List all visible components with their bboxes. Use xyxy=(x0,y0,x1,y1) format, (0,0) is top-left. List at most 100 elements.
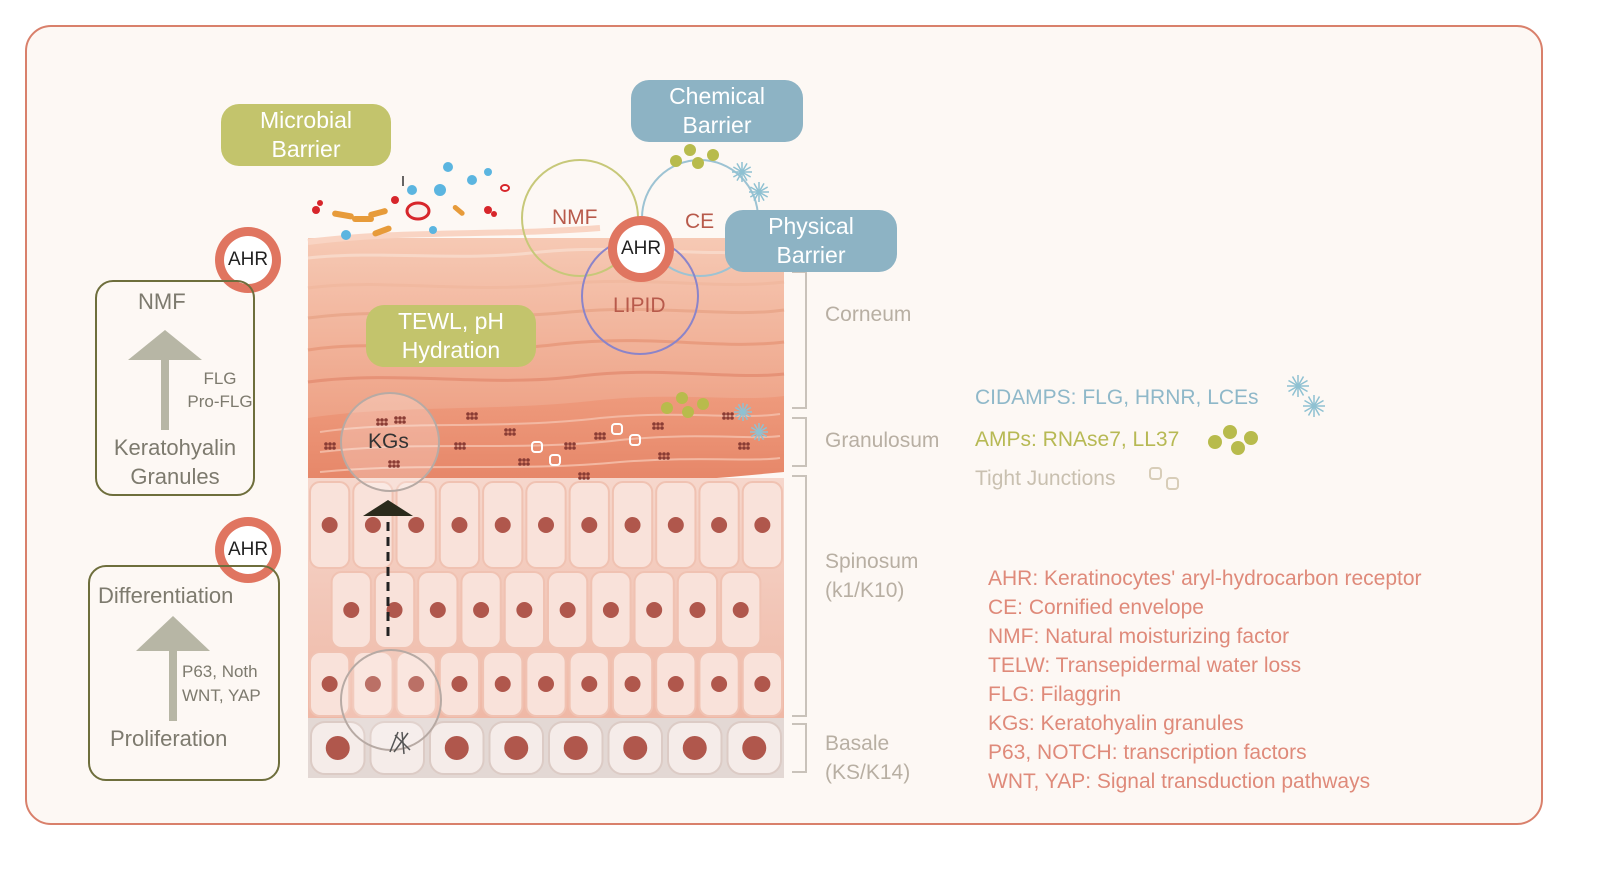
granule-dot xyxy=(730,416,734,420)
glossary-item: AHR: Keratinocytes' aryl-hydrocarbon rec… xyxy=(988,567,1422,590)
spinosum-label: Spinosum (k1/K10) xyxy=(825,547,918,605)
cell-nucleus xyxy=(538,517,554,533)
granule-dot xyxy=(396,460,400,464)
star-ray xyxy=(736,162,743,173)
granule-dot xyxy=(376,422,380,426)
granule-dot xyxy=(508,432,512,436)
granule-dot xyxy=(454,442,458,446)
granule-dot xyxy=(394,420,398,424)
star-ray xyxy=(1304,405,1315,413)
keratohyalin-label: Keratohyalin Granules xyxy=(95,433,255,491)
granulosum-label: Granulosum xyxy=(825,429,940,452)
granule-dot xyxy=(742,446,746,450)
microbes xyxy=(312,162,510,240)
cell-nucleus xyxy=(581,517,598,533)
granule-dot xyxy=(454,446,458,450)
star-ray xyxy=(1291,376,1299,387)
ahr-label: AHR xyxy=(620,238,662,259)
legend-cidamp-icon xyxy=(1287,375,1325,417)
cell-nucleus xyxy=(563,736,588,760)
star-ray xyxy=(758,186,769,193)
legend-tight-junctions: Tight Junctions xyxy=(975,467,1116,490)
star-ray xyxy=(742,406,752,413)
chemical-barrier-pill: Chemical Barrier xyxy=(631,80,803,142)
granule-dot xyxy=(746,442,750,446)
cell-nucleus xyxy=(689,602,706,618)
star-ray xyxy=(1297,385,1305,396)
granule-dot xyxy=(602,432,606,436)
star-ray xyxy=(1313,405,1324,413)
cell-nucleus xyxy=(408,517,425,533)
star-ray xyxy=(737,411,744,421)
granule-dot xyxy=(474,416,478,420)
star-ray xyxy=(741,166,752,173)
cell-nucleus xyxy=(667,517,684,533)
pill-line: Barrier xyxy=(271,136,341,162)
star-ray xyxy=(734,406,744,413)
cell-nucleus xyxy=(742,736,767,760)
granulosum-layer xyxy=(308,396,784,492)
star-ray xyxy=(1307,396,1315,407)
cell-nucleus xyxy=(646,602,663,618)
granule-dot xyxy=(526,462,530,466)
granule-dot xyxy=(658,452,662,456)
cell-nucleus xyxy=(754,676,771,692)
granule-dot xyxy=(328,442,332,446)
cell-nucleus xyxy=(343,602,360,618)
venn-lipid-label: LIPID xyxy=(613,294,666,317)
cell-nucleus xyxy=(682,736,707,760)
granule-dot xyxy=(522,462,526,466)
granule-dot xyxy=(332,442,336,446)
granule-dot xyxy=(726,416,730,420)
label-line: Spinosum xyxy=(825,550,919,573)
granule-dot xyxy=(392,460,396,464)
granule-dot xyxy=(332,446,336,450)
glossary-item: WNT, YAP: Signal transduction pathways xyxy=(988,770,1371,793)
granule-dot xyxy=(466,416,470,420)
cell-nucleus xyxy=(581,676,598,692)
cell-nucleus xyxy=(444,736,469,760)
star-ray xyxy=(1297,376,1305,387)
cell-nucleus xyxy=(559,602,576,618)
cell-nucleus xyxy=(364,517,381,533)
cell-nucleus xyxy=(623,736,648,760)
star-ray xyxy=(750,426,760,433)
amp-dots xyxy=(661,392,709,418)
star-ray xyxy=(741,162,748,173)
granule-dot xyxy=(582,476,586,480)
granule-dot xyxy=(402,416,406,420)
granule-dot xyxy=(568,446,572,450)
granule-dot xyxy=(578,476,582,480)
star-ray xyxy=(742,411,752,418)
star-ray xyxy=(1307,405,1315,416)
cell-nucleus xyxy=(624,676,641,692)
cell-nucleus xyxy=(451,676,468,692)
cell-nucleus xyxy=(429,602,446,618)
star-ray xyxy=(758,182,765,193)
cell-nucleus xyxy=(473,602,490,618)
label-line: Granules xyxy=(130,464,220,489)
star-ray xyxy=(758,191,765,202)
granule-dot xyxy=(662,452,666,456)
label-line: (k1/K10) xyxy=(825,579,905,602)
granule-dot xyxy=(402,420,406,424)
kgs-circle xyxy=(340,392,440,492)
spinosum-layer xyxy=(308,478,784,718)
granule-dot xyxy=(396,464,400,468)
differentiation-arrow xyxy=(363,500,413,636)
pill-line: Barrier xyxy=(682,112,752,138)
granule-dot xyxy=(660,422,664,426)
nmf-box-label: NMF xyxy=(138,289,186,314)
differentiation-box xyxy=(88,565,280,781)
star-ray xyxy=(758,423,765,433)
granule-dot xyxy=(470,416,474,420)
star-ray xyxy=(1291,385,1299,396)
keratohyalin-dots xyxy=(324,412,750,480)
glossary-item: NMF: Natural moisturizing factor xyxy=(988,625,1290,648)
layer-brackets xyxy=(792,271,807,773)
granule-dot xyxy=(564,442,568,446)
granule-dot xyxy=(564,446,568,450)
granule-dot xyxy=(662,456,666,460)
venn-amp-dots xyxy=(670,144,719,169)
